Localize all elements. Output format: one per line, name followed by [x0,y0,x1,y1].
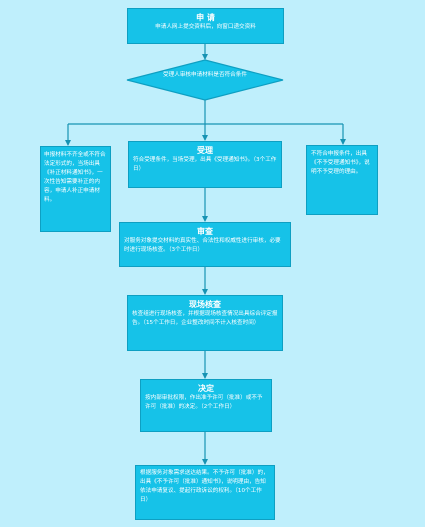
decision-title: 决定 [198,384,214,393]
accept-title: 受理 [197,146,213,155]
decision-diamond [126,59,284,101]
site-check-title: 现场核查 [189,300,221,309]
notify-box: 根据服务对象需求送达结果。不予许可（批准）的，出具《不予许可（批准）通知书》，说… [135,465,275,520]
incomplete-materials-box: 申报材料不齐全或不符合法定形式的，当场出具《补正材料通知书》，一次性告知需要补正… [40,146,111,232]
reject-box: 不符合申报条件，出具《不予受理通知书》，说明不予受理的理由。 [306,145,378,215]
examine-text: 对服务对象提交材料的真实性、合法性和权威性进行审核，必要时进行现场核查。（3个工… [124,238,281,253]
notify-text: 根据服务对象需求送达结果。不予许可（批准）的，出具《不予许可（批准）通知书》，说… [140,470,269,503]
incomplete-materials-text: 申报材料不齐全或不符合法定形式的，当场出具《补正材料通知书》，一次性告知需要补正… [44,152,106,203]
apply-text: 申请人网上提交资料后，向窗口递交资料 [155,24,256,30]
apply-title: 申 请 [196,13,215,22]
decision-box: 决定 按内部审批权限，作出准予许可（批准）或不予许可（批准）的决定。（2个工作日… [140,379,272,432]
accept-box: 受理 符合受理条件，当场受理，出具《受理通知书》。（3个工作日） [128,141,282,188]
examine-title: 审查 [197,227,213,236]
decision-text: 按内部审批权限，作出准予许可（批准）或不予许可（批准）的决定。（2个工作日） [145,395,263,410]
accept-text: 符合受理条件，当场受理，出具《受理通知书》。（3个工作日） [133,157,277,172]
site-check-box: 现场核查 核查组进行现场核查，并根据现场核查情况出具综合评定报告。（15个工作日… [127,295,283,351]
examine-box: 审查 对服务对象提交材料的真实性、合法性和权威性进行审核，必要时进行现场核查。（… [119,222,291,267]
site-check-text: 核查组进行现场核查，并根据现场核查情况出具综合评定报告。（15个工作日，企业整改… [132,311,278,326]
decision-diamond-text: 受理人审核申请材料是否符合条件 [163,72,247,78]
apply-box: 申 请 申请人网上提交资料后，向窗口递交资料 [127,8,284,44]
reject-text: 不符合申报条件，出具《不予受理通知书》，说明不予受理的理由。 [311,151,370,175]
